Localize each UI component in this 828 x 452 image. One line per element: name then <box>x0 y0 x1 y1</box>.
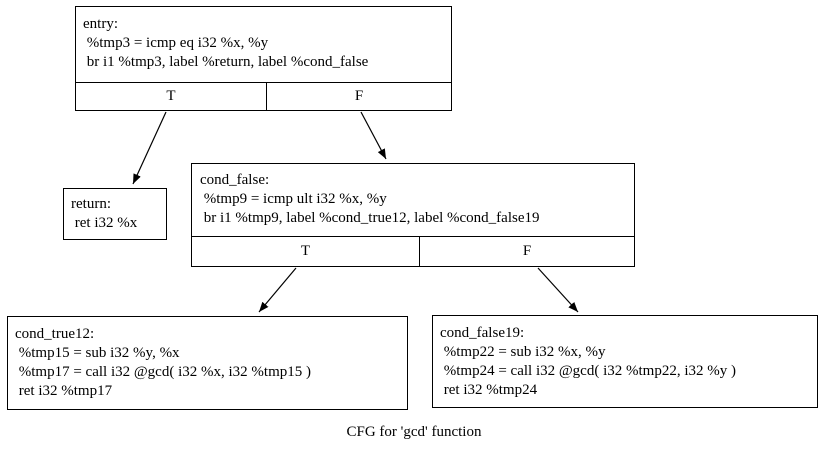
node-cond_false19: cond_false19: %tmp22 = sub i32 %x, %y %t… <box>432 315 818 408</box>
edge-entry-true-to-return <box>132 111 167 185</box>
ir-line: br i1 %tmp3, label %return, label %cond_… <box>83 54 369 70</box>
graph-caption: CFG for 'gcd' function <box>346 424 482 440</box>
node-entry-body: entry: %tmp3 = icmp eq i32 %x, %y br i1 … <box>76 7 451 72</box>
edge-cond_false-true-to-cond_true12 <box>258 267 297 313</box>
ir-line: ret i32 %tmp17 <box>15 383 113 399</box>
edge-entry-false-to-cond_false <box>360 111 387 160</box>
node-return: return: ret i32 %x <box>63 188 167 240</box>
ir-line: %tmp3 = icmp eq i32 %x, %y <box>83 35 269 51</box>
node-cond_false: cond_false: %tmp9 = icmp ult i32 %x, %y … <box>191 163 635 267</box>
node-cond_false-body: cond_false: %tmp9 = icmp ult i32 %x, %y … <box>192 164 634 228</box>
ir-line: ret i32 %x <box>71 215 138 231</box>
block-label: cond_true12: <box>15 326 95 342</box>
block-label: cond_false19: <box>440 325 525 341</box>
block-label: entry: <box>83 16 118 32</box>
ir-line: ret i32 %tmp24 <box>440 382 538 398</box>
node-entry-branch-row: T F <box>76 82 451 110</box>
node-cond_false-branch-row: T F <box>192 236 634 266</box>
node-cond_true12: cond_true12: %tmp15 = sub i32 %y, %x %tm… <box>7 316 408 410</box>
ir-line: %tmp15 = sub i32 %y, %x <box>15 345 180 361</box>
block-label: cond_false: <box>200 172 270 188</box>
cond_false-true-branch-label: T <box>192 237 420 266</box>
edge-cond_false-false-to-cond_false19 <box>537 267 579 313</box>
ir-line: %tmp24 = call i32 @gcd( i32 %tmp22, i32 … <box>440 363 736 379</box>
node-entry: entry: %tmp3 = icmp eq i32 %x, %y br i1 … <box>75 6 452 111</box>
ir-line: %tmp9 = icmp ult i32 %x, %y <box>200 191 387 207</box>
node-cond_false19-body: cond_false19: %tmp22 = sub i32 %x, %y %t… <box>433 316 817 400</box>
node-cond_true12-body: cond_true12: %tmp15 = sub i32 %y, %x %tm… <box>8 317 407 401</box>
ir-line: %tmp22 = sub i32 %x, %y <box>440 344 606 360</box>
entry-true-branch-label: T <box>76 83 267 110</box>
ir-line: %tmp17 = call i32 @gcd( i32 %x, i32 %tmp… <box>15 364 311 380</box>
cond_false-false-branch-label: F <box>522 243 532 259</box>
ir-line: br i1 %tmp9, label %cond_true12, label %… <box>200 210 540 226</box>
entry-false-branch-label: F <box>354 88 364 104</box>
node-return-body: return: ret i32 %x <box>64 189 166 233</box>
block-label: return: <box>71 196 111 212</box>
